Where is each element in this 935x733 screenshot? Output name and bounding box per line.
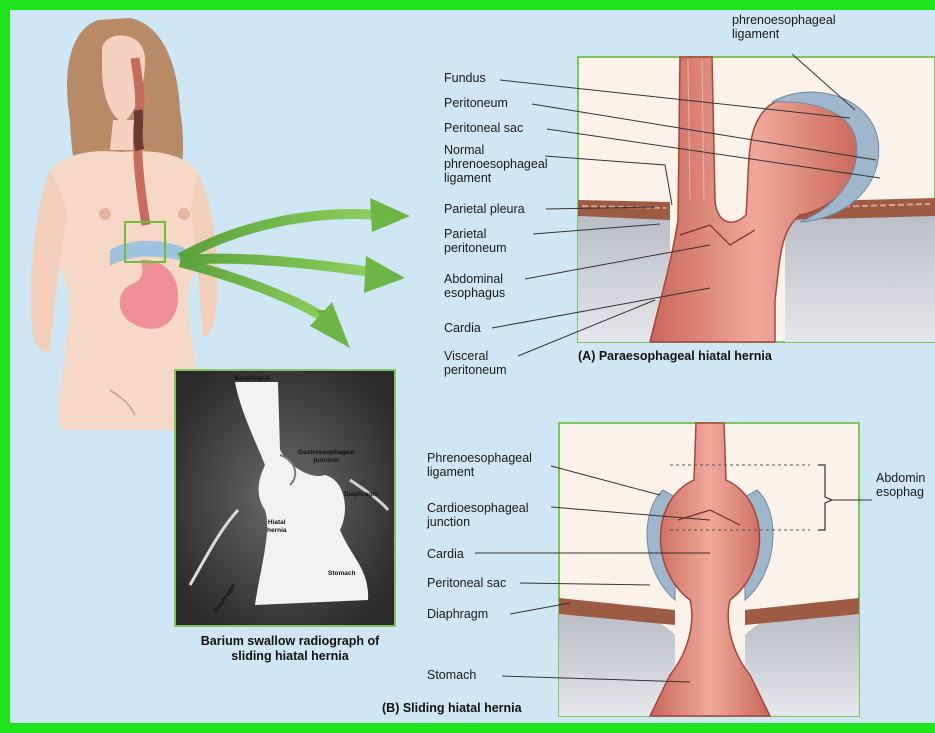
label-abdominal-esophagus-a: Abdominal esophagus: [444, 272, 505, 300]
label-stomach-b: Stomach: [427, 668, 476, 682]
woman-figure: [31, 18, 217, 430]
caption-xray: Barium swallow radiograph of sliding hia…: [180, 634, 400, 664]
xray-label-stomach: Stomach: [328, 570, 355, 578]
label-fundus: Fundus: [444, 71, 486, 85]
label-abdominal-esophagus-b: Abdomin esophag: [876, 471, 925, 499]
panel-b-illustration: [559, 423, 872, 716]
xray-label-ge-junction: Gastroesophageal junction: [298, 449, 355, 464]
caption-panel-b: (B) Sliding hiatal hernia: [382, 701, 522, 716]
label-normal-ligament: Normal phrenoesophageal ligament: [444, 143, 548, 185]
figure-canvas: phrenoesophageal ligament Fundus Periton…: [10, 10, 935, 723]
label-cardia-b: Cardia: [427, 547, 464, 561]
xray-label-esophagus: Esophagus: [235, 375, 270, 383]
label-phrenoesophageal-ligament-b: Phrenoesophageal ligament: [427, 451, 532, 479]
label-visceral-peritoneum: Visceral peritoneum: [444, 349, 507, 377]
label-peritoneum: Peritoneum: [444, 96, 508, 110]
label-diaphragm-b: Diaphragm: [427, 607, 488, 621]
xray-label-hiatal-hernia: Hiatal hernia: [267, 519, 287, 534]
label-top-phrenoesophageal-ligament: phrenoesophageal ligament: [732, 13, 836, 41]
label-peritoneal-sac-b: Peritoneal sac: [427, 576, 506, 590]
label-parietal-peritoneum: Parietal peritoneum: [444, 227, 507, 255]
label-peritoneal-sac-a: Peritoneal sac: [444, 121, 523, 135]
label-cardia-a: Cardia: [444, 321, 481, 335]
caption-panel-a: (A) Paraesophageal hiatal hernia: [578, 349, 772, 364]
label-parietal-pleura: Parietal pleura: [444, 202, 525, 216]
xray-label-diaphragm-right: Diaphragm: [344, 491, 378, 499]
label-cardioesophageal-junction: Cardioesophageal junction: [427, 501, 528, 529]
panel-a-illustration: [578, 57, 935, 342]
